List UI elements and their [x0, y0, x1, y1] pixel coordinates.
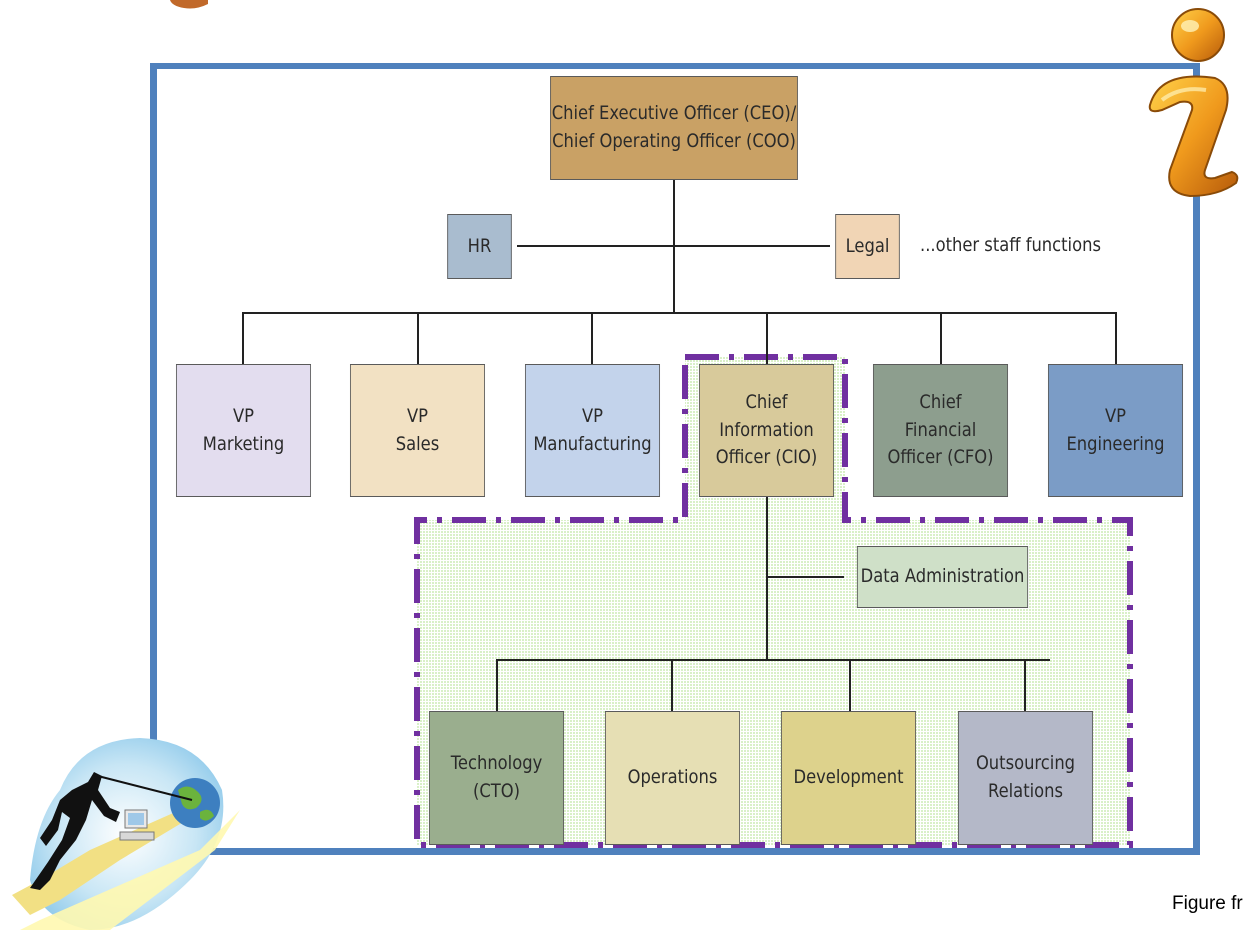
- cfo-line-3: Officer (CFO): [887, 446, 994, 469]
- vp-engineering-box: VP Engineering: [1047, 364, 1184, 497]
- legal-box: Legal: [835, 214, 900, 279]
- outsourcing-line-1: Outsourcing: [975, 752, 1076, 775]
- cfo-line-1: Chief: [919, 391, 962, 414]
- ceo-line-1: Chief Executive Officer (CEO)/: [551, 102, 797, 125]
- connector: [766, 576, 844, 578]
- connector: [849, 659, 851, 711]
- connector: [417, 312, 419, 364]
- outsourcing-line-2: Relations: [987, 780, 1064, 802]
- connector: [766, 497, 768, 660]
- ceo-line-2: Chief Operating Officer (COO): [552, 130, 796, 152]
- cio-line-1: Chief: [745, 391, 788, 414]
- connector: [517, 245, 830, 247]
- connector: [766, 312, 768, 364]
- vp-manufacturing-line-1: VP: [581, 404, 604, 427]
- hr-box: HR: [447, 214, 512, 279]
- vp-sales-line-1: VP: [406, 404, 429, 427]
- data-administration-label: Data Administration: [860, 565, 1025, 588]
- connector: [671, 659, 673, 711]
- technology-box: Technology (CTO): [428, 711, 565, 845]
- vp-manufacturing-line-2: Manufacturing: [533, 432, 652, 455]
- figure-caption: Figure fr: [1172, 893, 1243, 914]
- vp-manufacturing-box: VP Manufacturing: [524, 364, 661, 497]
- other-staff-label: ...other staff functions: [920, 234, 1101, 256]
- vp-sales-line-2: Sales: [395, 432, 440, 455]
- connector: [496, 659, 498, 711]
- vp-engineering-line-2: Engineering: [1066, 432, 1165, 455]
- vp-engineering-line-1: VP: [1104, 404, 1127, 427]
- connector: [1024, 659, 1026, 711]
- connector: [940, 312, 942, 364]
- cfo-line-2: Financial: [904, 418, 977, 441]
- operations-label: Operations: [627, 766, 718, 789]
- technology-line-2: (CTO): [472, 780, 521, 802]
- connector: [242, 312, 244, 364]
- hr-label: HR: [467, 234, 492, 257]
- technology-line-1: Technology: [450, 752, 543, 775]
- development-box: Development: [780, 711, 917, 845]
- ceo-box: Chief Executive Officer (CEO)/ Chief Oper…: [550, 76, 798, 180]
- legal-label: Legal: [845, 234, 890, 257]
- connector: [242, 312, 1116, 314]
- data-administration-box: Data Administration: [856, 546, 1029, 608]
- connector: [496, 659, 1050, 661]
- development-label: Development: [793, 766, 904, 789]
- connector: [1115, 312, 1117, 364]
- vp-marketing-box: VP Marketing: [175, 364, 312, 497]
- connector: [591, 312, 593, 364]
- vp-sales-box: VP Sales: [349, 364, 486, 497]
- vp-marketing-line-1: VP: [232, 404, 255, 427]
- cio-line-2: Information: [719, 418, 814, 441]
- cio-line-3: Officer (CIO): [715, 446, 818, 469]
- vp-marketing-line-2: Marketing: [202, 432, 285, 455]
- operations-box: Operations: [604, 711, 741, 845]
